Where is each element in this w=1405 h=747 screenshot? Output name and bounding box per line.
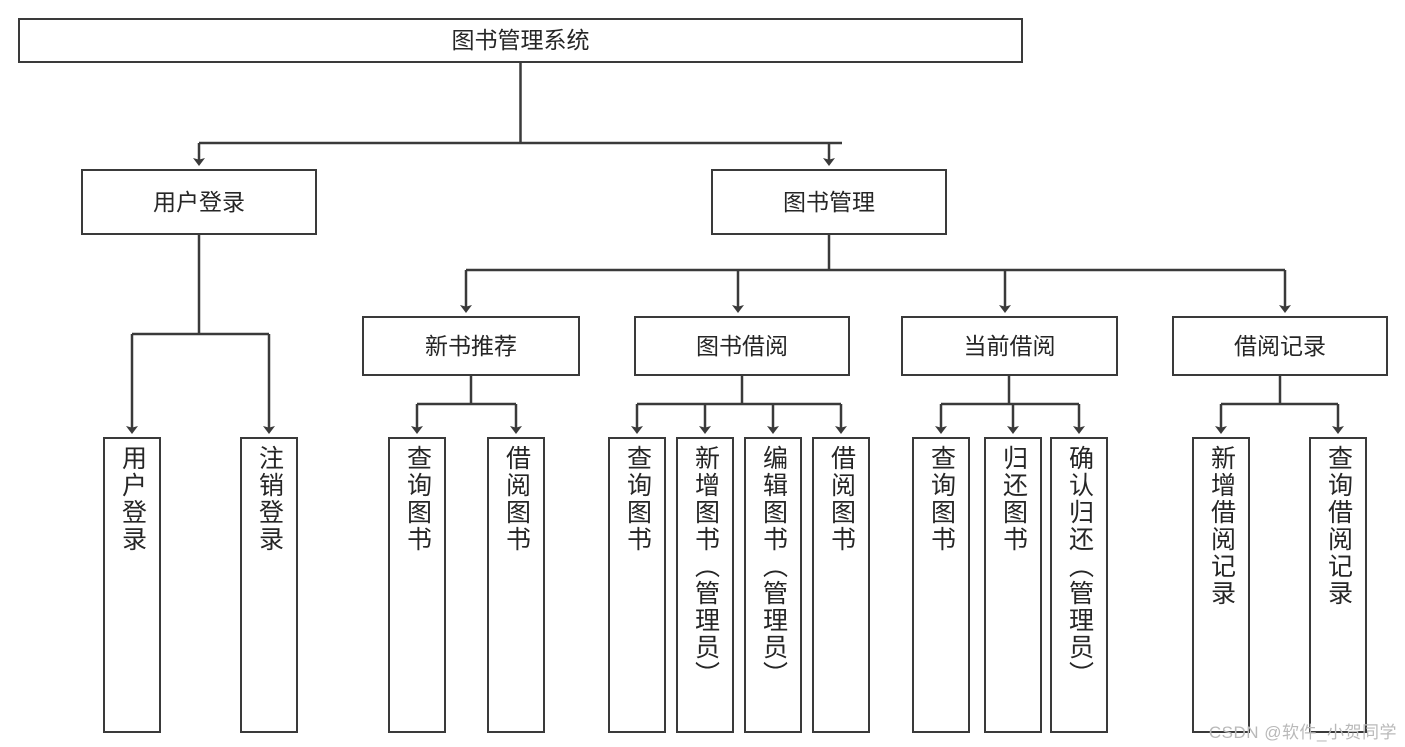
node-leaf-add-book-admin-label: 新增图书（管理员） [691, 445, 720, 688]
node-leaf-query-borrow-record[interactable]: 查询借阅记录 [1309, 437, 1367, 733]
node-leaf-borrow-book-rec-label: 借阅图书 [502, 445, 531, 553]
node-leaf-user-logout[interactable]: 注销登录 [240, 437, 298, 733]
node-leaf-borrow-book-rec[interactable]: 借阅图书 [487, 437, 545, 733]
node-leaf-add-book-admin[interactable]: 新增图书（管理员） [676, 437, 734, 733]
node-root-label: 图书管理系统 [451, 27, 590, 54]
node-book-manage-label: 图书管理 [783, 188, 875, 215]
node-leaf-query-book-borrow-label: 查询图书 [623, 445, 652, 553]
node-current-borrow-label: 当前借阅 [963, 332, 1056, 359]
node-borrow-record[interactable]: 借阅记录 [1172, 316, 1388, 376]
node-borrow-record-label: 借阅记录 [1234, 332, 1326, 359]
node-leaf-borrow-book[interactable]: 借阅图书 [812, 437, 870, 733]
node-leaf-query-book-rec[interactable]: 查询图书 [388, 437, 446, 733]
node-leaf-return-book[interactable]: 归还图书 [984, 437, 1042, 733]
node-user-login-label: 用户登录 [153, 188, 245, 215]
node-leaf-return-book-label: 归还图书 [999, 445, 1028, 553]
node-current-borrow[interactable]: 当前借阅 [901, 316, 1118, 376]
node-book-borrow-label: 图书借阅 [696, 332, 788, 359]
node-leaf-query-book-cur[interactable]: 查询图书 [912, 437, 970, 733]
node-leaf-add-borrow-record-label: 新增借阅记录 [1207, 445, 1236, 607]
node-leaf-user-login[interactable]: 用户登录 [103, 437, 161, 733]
node-book-borrow[interactable]: 图书借阅 [634, 316, 850, 376]
node-leaf-edit-book-admin-label: 编辑图书（管理员） [759, 445, 788, 688]
node-root[interactable]: 图书管理系统 [18, 18, 1023, 63]
node-leaf-query-book-rec-label: 查询图书 [403, 445, 432, 553]
node-leaf-edit-book-admin[interactable]: 编辑图书（管理员） [744, 437, 802, 733]
node-leaf-user-logout-label: 注销登录 [255, 445, 284, 553]
node-user-login[interactable]: 用户登录 [81, 169, 317, 235]
node-leaf-query-borrow-record-label: 查询借阅记录 [1324, 445, 1353, 607]
node-leaf-confirm-return-admin[interactable]: 确认归还（管理员） [1050, 437, 1108, 733]
node-new-book-rec-label: 新书推荐 [425, 332, 517, 359]
node-leaf-add-borrow-record[interactable]: 新增借阅记录 [1192, 437, 1250, 733]
node-leaf-confirm-return-admin-label: 确认归还（管理员） [1065, 445, 1094, 688]
node-book-manage[interactable]: 图书管理 [711, 169, 947, 235]
node-leaf-user-login-label: 用户登录 [118, 445, 147, 553]
watermark: CSDN @软件_小贺同学 [1208, 723, 1397, 742]
node-leaf-borrow-book-label: 借阅图书 [827, 445, 856, 553]
node-new-book-rec[interactable]: 新书推荐 [362, 316, 580, 376]
node-leaf-query-book-cur-label: 查询图书 [927, 445, 956, 553]
node-leaf-query-book-borrow[interactable]: 查询图书 [608, 437, 666, 733]
